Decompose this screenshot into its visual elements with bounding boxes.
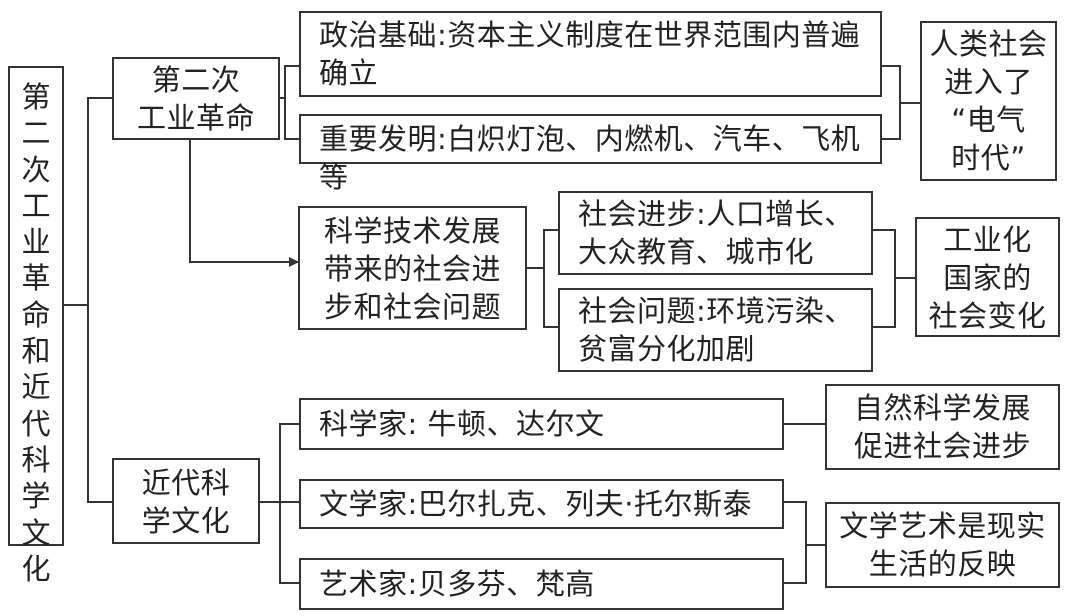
branch2-node: 科学技术发展 带来的社会进 步和社会问题 [298, 206, 527, 330]
branch1-item-politics-text: 政治基础:资本主义制度在世界范围内普遍 确立 [319, 18, 861, 90]
branch3-item-writers: 文学家:巴尔扎克、列夫·托尔斯泰 [299, 479, 784, 529]
branch3-item-artists-text: 艺术家:贝多芬、梵高 [319, 567, 595, 601]
branch3-result-science-text: 自然科学发展 促进社会进步 [853, 391, 1031, 463]
branch3-item-writers-text: 文学家:巴尔扎克、列夫·托尔斯泰 [319, 487, 752, 521]
branch3-item-scientists-text: 科学家: 牛顿、达尔文 [319, 407, 605, 441]
branch2-label: 科学技术发展 带来的社会进 步和社会问题 [323, 214, 501, 324]
branch2-item-problems-text: 社会问题:环境污染、 贫富分化加剧 [578, 294, 854, 366]
branch2-result: 工业化 国家的 社会变化 [915, 217, 1060, 337]
branch1-node: 第二次 工业革命 [112, 57, 280, 140]
branch2-arrow [189, 140, 299, 267]
branch1-result: 人类社会 进入了 “电气 时代” [920, 21, 1057, 181]
branch1-item-inventions-text: 重要发明:白炽灯泡、内燃机、汽车、飞机等 [319, 122, 861, 194]
root-label: 第 二 次 工 业 革 命 和 近 代 科 学 文 化 [21, 80, 51, 586]
branch3-item-scientists: 科学家: 牛顿、达尔文 [299, 398, 784, 450]
root-node: 第 二 次 工 业 革 命 和 近 代 科 学 文 化 [8, 66, 64, 586]
branch3-label: 近代科 学文化 [141, 466, 231, 538]
branch2-result-connector [871, 229, 917, 328]
branch2-result-text: 工业化 国家的 社会变化 [928, 223, 1047, 333]
branch3-result-literature-text: 文学艺术是现实 生活的反映 [839, 509, 1046, 581]
branch1-connector [278, 65, 301, 140]
branch3-node: 近代科 学文化 [112, 458, 260, 544]
branch1-item-politics: 政治基础:资本主义制度在世界范围内普遍 确立 [299, 11, 882, 97]
branch2-item-problems: 社会问题:环境污染、 贫富分化加剧 [558, 288, 873, 372]
branch3-result2-connector [782, 501, 827, 584]
branch3-result-literature: 文学艺术是现实 生活的反映 [825, 502, 1060, 588]
branch2-item-progress: 社会进步:人口增长、 大众教育、城市化 [558, 191, 873, 275]
branch1-result-connector [880, 65, 922, 140]
branch1-result-text: 人类社会 进入了 “电气 时代” [929, 27, 1048, 175]
branch3-connector [258, 423, 301, 584]
root-connector [62, 97, 114, 503]
branch3-result-science: 自然科学发展 促进社会进步 [825, 384, 1060, 470]
branch1-item-inventions: 重要发明:白炽灯泡、内燃机、汽车、飞机等 [299, 114, 882, 194]
branch3-item-artists: 艺术家:贝多芬、梵高 [299, 558, 784, 610]
branch2-connector [525, 229, 560, 328]
branch2-item-progress-text: 社会进步:人口增长、 大众教育、城市化 [578, 197, 854, 269]
branch1-label: 第二次 工业革命 [136, 63, 255, 135]
